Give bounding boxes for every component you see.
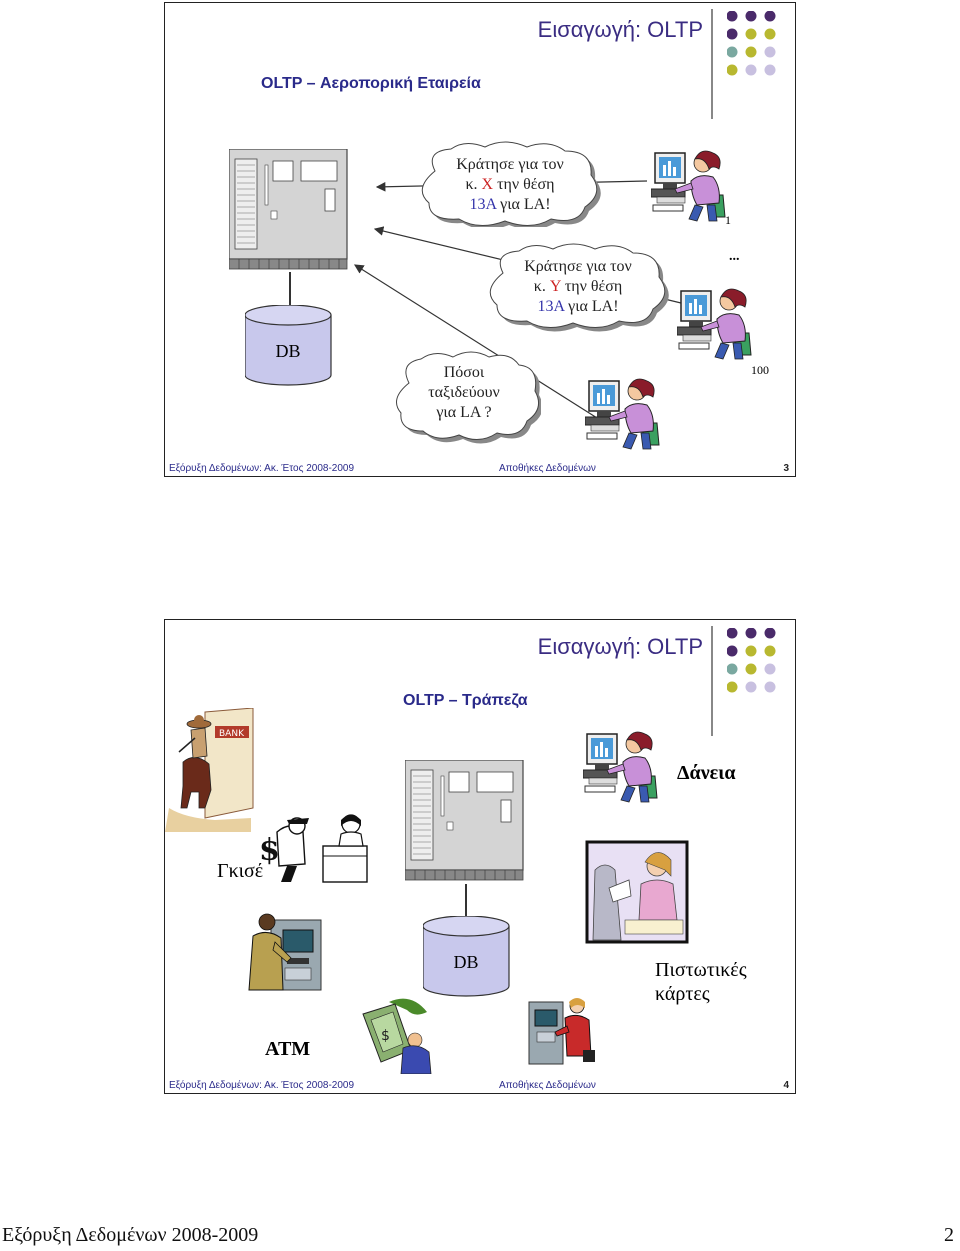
slide-subtitle: OLTP – Αεροπορική Εταιρεία bbox=[261, 75, 481, 92]
svg-text:$: $ bbox=[381, 1028, 390, 1044]
footer-page-number: 4 bbox=[783, 1080, 789, 1091]
atm-user-icon bbox=[248, 913, 322, 991]
footer-course: Εξόρυξη Δεδομένων: Ακ. Έτος 2008-2009 bbox=[169, 463, 355, 474]
client-label-dots: ... bbox=[729, 249, 740, 264]
slide-3: Εισαγωγή: OLTP OLTP – Αεροπορική Εταιρεί… bbox=[164, 2, 796, 477]
footer-page-number: 3 bbox=[783, 463, 789, 474]
slide-title: Εισαγωγή: OLTP bbox=[537, 17, 703, 42]
server-icon bbox=[405, 760, 524, 881]
cloud-text-reserve-x: Κράτησε για τον κ. X την θέση 13A για LA… bbox=[456, 156, 564, 213]
checkout-label: Γκισέ bbox=[217, 860, 264, 882]
office-worker-icon bbox=[583, 731, 658, 803]
speech-cloud bbox=[396, 351, 541, 444]
client-label-100: 100 bbox=[751, 363, 769, 377]
office-worker-icon bbox=[651, 150, 726, 222]
loans-label: Δάνεια bbox=[677, 762, 736, 784]
page-number: 2 bbox=[944, 1224, 954, 1246]
title-divider bbox=[711, 9, 713, 119]
slide-subtitle: OLTP – Τράπεζα bbox=[403, 692, 528, 709]
speech-cloud bbox=[489, 243, 669, 332]
connector-line bbox=[289, 272, 291, 308]
office-worker-icon bbox=[677, 288, 752, 360]
slide-4: Εισαγωγή: OLTP OLTP – Τράπεζα BANK $ Γκι… bbox=[164, 619, 796, 1094]
db-label: DB bbox=[453, 952, 479, 972]
atm-label: ATM bbox=[265, 1038, 311, 1060]
footer-topic: Αποθήκες Δεδομένων bbox=[499, 1080, 596, 1091]
svg-text:BANK: BANK bbox=[219, 729, 245, 739]
decorative-dot-grid-icon bbox=[727, 628, 776, 693]
bank-robber-icon: BANK bbox=[165, 708, 254, 832]
slide-footer: Εξόρυξη Δεδομένων: Ακ. Έτος 2008-2009 Απ… bbox=[167, 1077, 793, 1091]
slide-title: Εισαγωγή: OLTP bbox=[537, 634, 703, 659]
svg-text:$: $ bbox=[259, 833, 280, 868]
page-footer-title: Εξόρυξη Δεδομένων 2008-2009 bbox=[2, 1224, 259, 1246]
customer-meeting-icon bbox=[585, 840, 689, 944]
credit-cards-label: Πιστωτικές κάρτες bbox=[655, 959, 747, 1005]
atm-user-icon bbox=[528, 998, 595, 1065]
cloud-text-reserve-y: Κράτησε για τον κ. Y την θέση 13A για LA… bbox=[524, 258, 632, 315]
slide-footer: Εξόρυξη Δεδομένων: Ακ. Έτος 2008-2009 Απ… bbox=[167, 460, 793, 474]
speech-cloud bbox=[421, 141, 601, 227]
client-label-1: 1 bbox=[725, 213, 731, 227]
footer-course: Εξόρυξη Δεδομένων: Ακ. Έτος 2008-2009 bbox=[169, 1080, 355, 1091]
footer-topic: Αποθήκες Δεδομένων bbox=[499, 463, 596, 474]
atm-cash-icon: $ bbox=[362, 998, 432, 1074]
office-worker-icon bbox=[585, 378, 660, 450]
connector-line bbox=[465, 884, 467, 922]
title-divider bbox=[711, 626, 713, 736]
cloud-text-query: Πόσοι ταξιδεύουν για LA ? bbox=[428, 364, 500, 421]
cashier-counter-icon: $ bbox=[259, 814, 368, 883]
db-label: DB bbox=[275, 341, 301, 361]
